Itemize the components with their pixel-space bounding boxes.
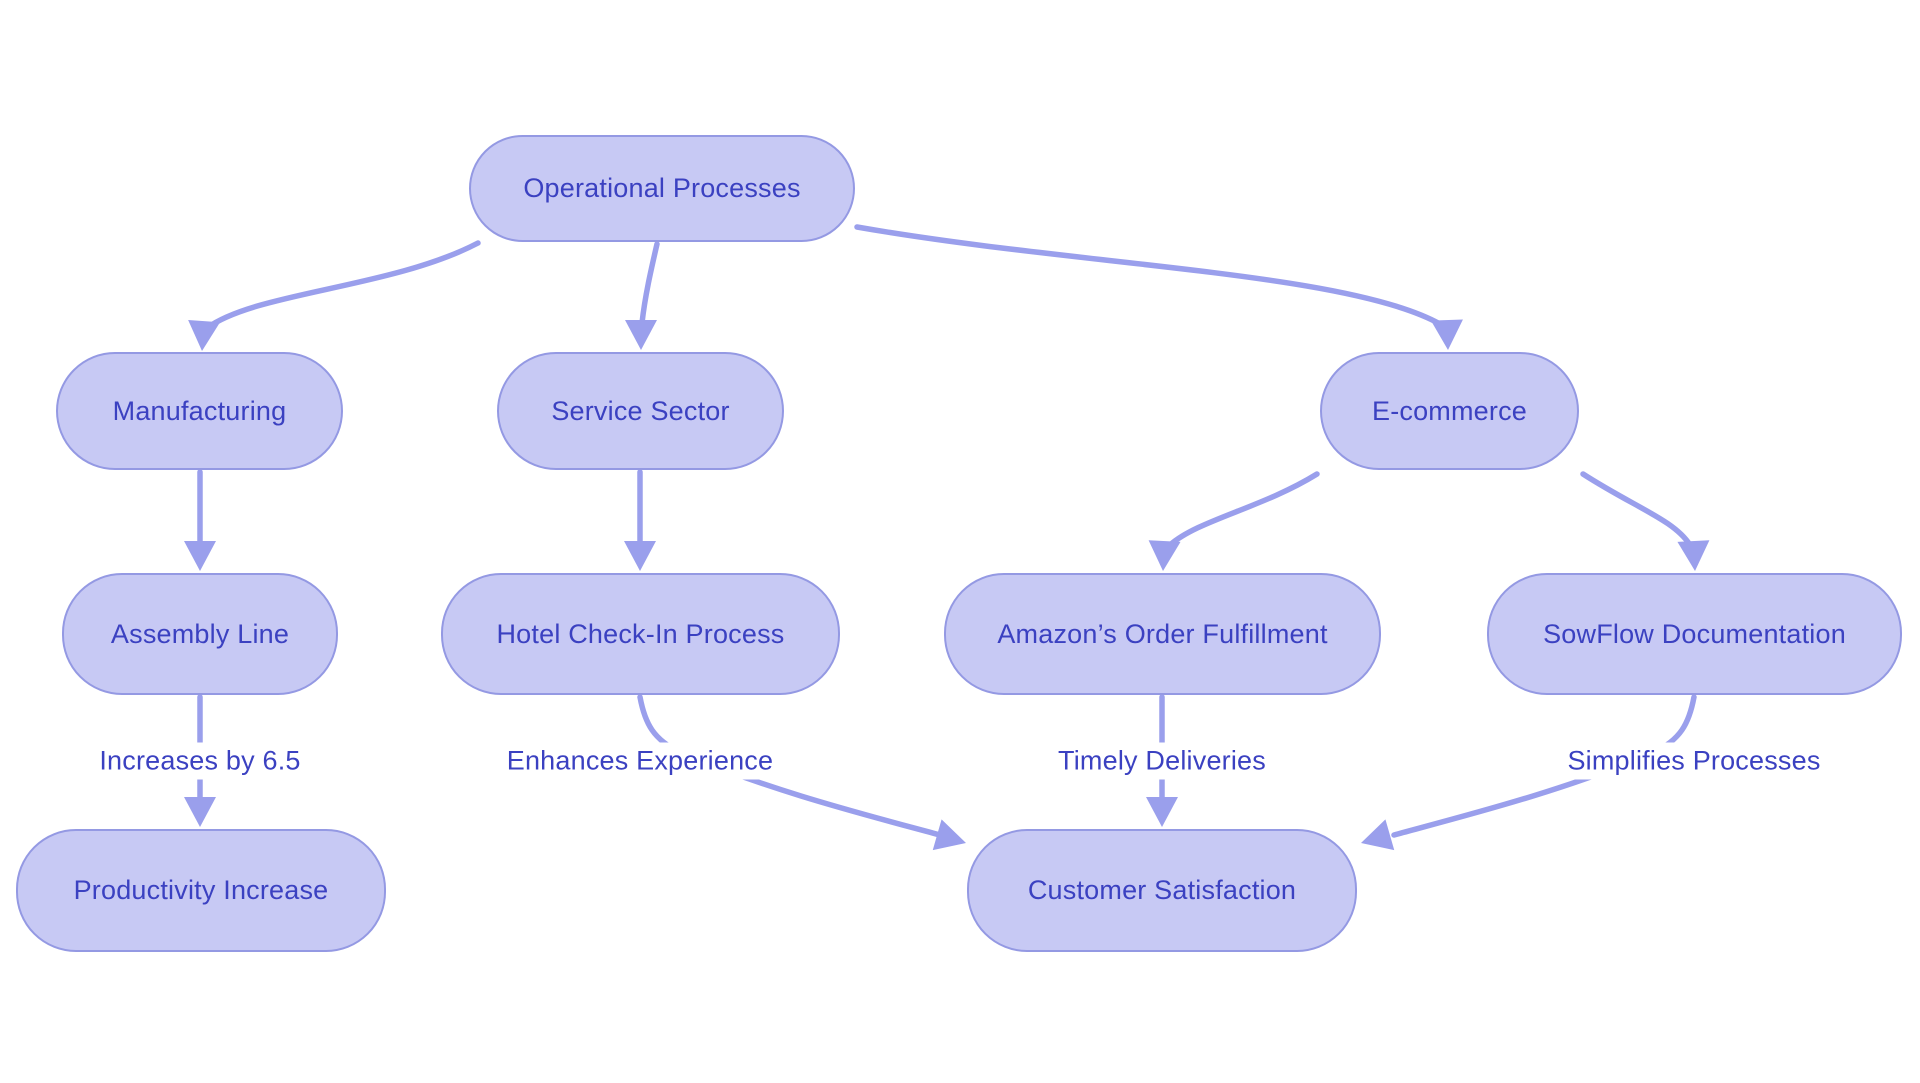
- node-operational-processes: Operational Processes: [469, 135, 855, 242]
- node-assembly-line: Assembly Line: [62, 573, 338, 695]
- node-service-sector: Service Sector: [497, 352, 784, 470]
- node-label-sowflow-documentation: SowFlow Documentation: [1543, 618, 1846, 649]
- edge-arrowhead-manufacturing-to-assembly: [184, 541, 216, 571]
- edge-arrowhead-operational-to-ecommerce: [1430, 319, 1463, 350]
- node-customer-satisfaction: Customer Satisfaction: [967, 829, 1357, 952]
- edge-label-simplifies-processes: Simplifies Processes: [1557, 742, 1831, 780]
- edge-line-ecommerce-to-sowflow: [1580, 471, 1693, 548]
- node-label-customer-satisfaction: Customer Satisfaction: [1027, 875, 1297, 905]
- edge-label-timely-deliveries: Timely Deliveries: [1048, 742, 1276, 780]
- node-productivity-increase: Productivity Increase: [16, 829, 386, 952]
- node-label-manufacturing: Manufacturing: [112, 395, 287, 426]
- node-label-productivity-increase: Productivity Increase: [73, 875, 329, 905]
- edge-arrowhead-sowflow-to-customer: [1361, 819, 1395, 851]
- edge-label-enhances-experience: Enhances Experience: [496, 742, 784, 780]
- node-hotel-check-in-process: Hotel Check-In Process: [441, 573, 840, 695]
- edge-arrowhead-amazon-to-customer: [1146, 797, 1178, 827]
- edge-arrowhead-operational-to-manufacturing: [188, 319, 221, 351]
- node-label-e-commerce: E-commerce: [1371, 395, 1528, 426]
- node-label-assembly-line: Assembly Line: [110, 618, 290, 649]
- edge-arrowhead-operational-to-service: [625, 320, 657, 350]
- edge-line-operational-to-ecommerce: [854, 224, 1443, 327]
- edge-arrowhead-service-to-hotel: [624, 541, 656, 571]
- edge-arrowhead-assembly-to-productivity: [184, 797, 216, 827]
- node-label-hotel-check-in-process: Hotel Check-In Process: [496, 618, 785, 649]
- edge-line-operational-to-manufacturing: [204, 240, 481, 331]
- edge-arrowhead-hotel-to-customer: [932, 819, 966, 851]
- node-amazons-order-fulfillment: Amazon’s Order Fulfillment: [944, 573, 1381, 695]
- edge-label-increases-by-6-5: Increases by 6.5: [89, 742, 311, 780]
- node-sowflow-documentation: SowFlow Documentation: [1487, 573, 1902, 695]
- edge-line-operational-to-service: [639, 241, 660, 326]
- node-label-service-sector: Service Sector: [551, 395, 730, 426]
- node-label-amazons-order-fulfillment: Amazon’s Order Fulfillment: [997, 618, 1328, 649]
- edge-arrowhead-ecommerce-to-amazon: [1148, 540, 1181, 571]
- node-label-operational-processes: Operational Processes: [523, 173, 801, 203]
- node-manufacturing: Manufacturing: [56, 352, 343, 470]
- edge-arrowhead-ecommerce-to-sowflow: [1677, 540, 1710, 571]
- edge-line-ecommerce-to-amazon: [1167, 471, 1320, 548]
- node-e-commerce: E-commerce: [1320, 352, 1579, 470]
